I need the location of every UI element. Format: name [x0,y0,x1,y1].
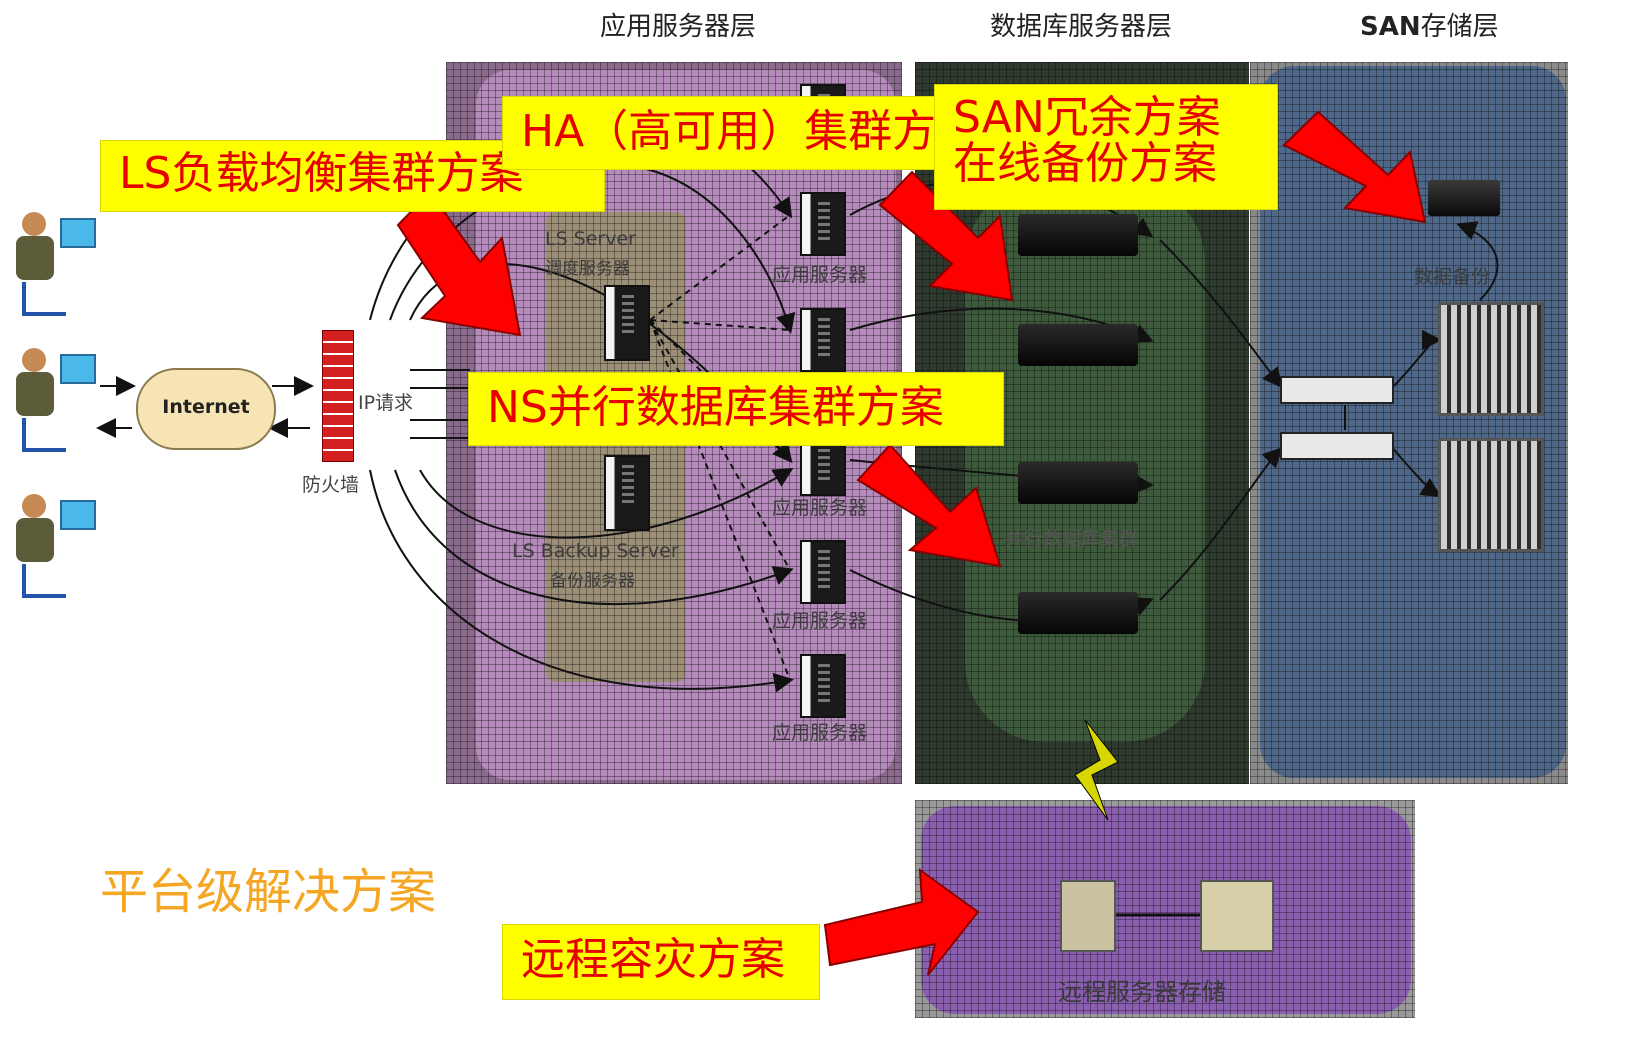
user-workstation-1 [14,210,96,320]
person-head-icon [22,494,46,518]
firewall-label: 防火墙 [302,474,360,496]
ha-arrow-icon [878,170,1014,302]
user-workstation-3 [14,492,96,602]
ns-callout: NS并行数据库集群方案 [468,372,1004,446]
person-head-icon [22,212,46,236]
san-layer-title-bold: SAN [1360,12,1421,42]
san-layer-title-rest: 存储层 [1420,12,1499,42]
remote-storage-label: 远程服务器存储 [1058,978,1226,1006]
db-cluster-label: 并行数据库集群 [1005,528,1139,550]
san-layer-title: SAN存储层 [1360,6,1499,43]
data-backup-label: 数据备份 [1414,266,1491,288]
storage-array-icon [1438,438,1544,552]
san-callout: SAN冗余方案 在线备份方案 [934,84,1278,210]
san-callout-line1: SAN冗余方案 [953,92,1221,143]
ha-callout: HA（高可用）集群方案 [502,96,980,170]
app-server-label: 应用服务器 [772,264,868,286]
storage-link-1 [1389,330,1442,391]
remote-callout: 远程容灾方案 [502,924,820,1000]
san-switch-icon [1280,376,1394,404]
san-switch-icon [1280,432,1394,460]
remote-server-icon [1060,880,1116,952]
chair-icon [22,282,66,316]
user-workstation-2 [14,346,96,456]
remote-arrow-icon [823,867,980,976]
remote-panel-mesh [915,800,1415,1018]
san-callout-line2: 在线备份方案 [953,138,1217,190]
ip-request-label: IP请求 [358,392,414,414]
red-arrows [396,110,1427,976]
internet-label: Internet [162,396,250,418]
firewall-icon [322,330,354,462]
chair-icon [22,418,66,452]
lightning-icon [1074,719,1119,821]
remote-zone [921,806,1411,1014]
person-head-icon [22,348,46,372]
monitor-icon [60,500,96,530]
app-server-label: 应用服务器 [772,722,868,744]
person-body-icon [16,236,54,280]
curve-d [369,469,794,693]
curve-f [419,467,794,539]
ip-request-lines [410,369,470,439]
ns-arrow-icon [856,443,1002,568]
ls-backup-server-icon [604,455,650,531]
backup-link [1456,221,1499,301]
curve-e [394,469,794,605]
storage-link-2 [1389,444,1442,498]
remote-panel [915,800,1415,1018]
storage-array-icon [1438,302,1544,416]
ls-arrow-icon [396,190,522,337]
db-server-icon [1018,592,1138,634]
internet-cloud-icon: Internet [136,368,276,450]
ls-backup-label: LS Backup Server [512,540,679,562]
app-server-icon [800,308,846,372]
app-server-icon [800,540,846,604]
san-link-2 [1159,447,1283,601]
app-server-label: 应用服务器 [772,610,868,632]
app-layer-title: 应用服务器层 [600,12,757,42]
monitor-icon [60,218,96,248]
person-body-icon [16,372,54,416]
san-arrow-icon [1282,110,1427,224]
ls-dispatch-lines [649,214,791,681]
san-panel [1250,62,1568,784]
san-link-1 [1159,239,1283,389]
ls-callout: LS负载均衡集群方案 [100,140,605,212]
chair-icon [22,564,66,598]
monitor-icon [60,354,96,384]
ls-server-icon [604,285,650,361]
app-server-icon [800,654,846,718]
person-body-icon [16,518,54,562]
db-server-icon [1018,324,1138,366]
remote-storage-icon [1200,880,1274,952]
db-server-icon [1018,214,1138,256]
ls-server-label: LS Server [545,228,636,250]
app-server-icon [800,192,846,256]
page-title: 平台级解决方案 [100,864,437,920]
ls-server-sub-label: 调度服务器 [545,259,630,279]
db-server-icon [1018,462,1138,504]
app-server-label: 应用服务器 [772,497,868,519]
tape-backup-icon [1428,180,1500,216]
ls-backup-sub-label: 备份服务器 [550,571,635,591]
db-layer-title: 数据库服务器层 [990,12,1173,42]
